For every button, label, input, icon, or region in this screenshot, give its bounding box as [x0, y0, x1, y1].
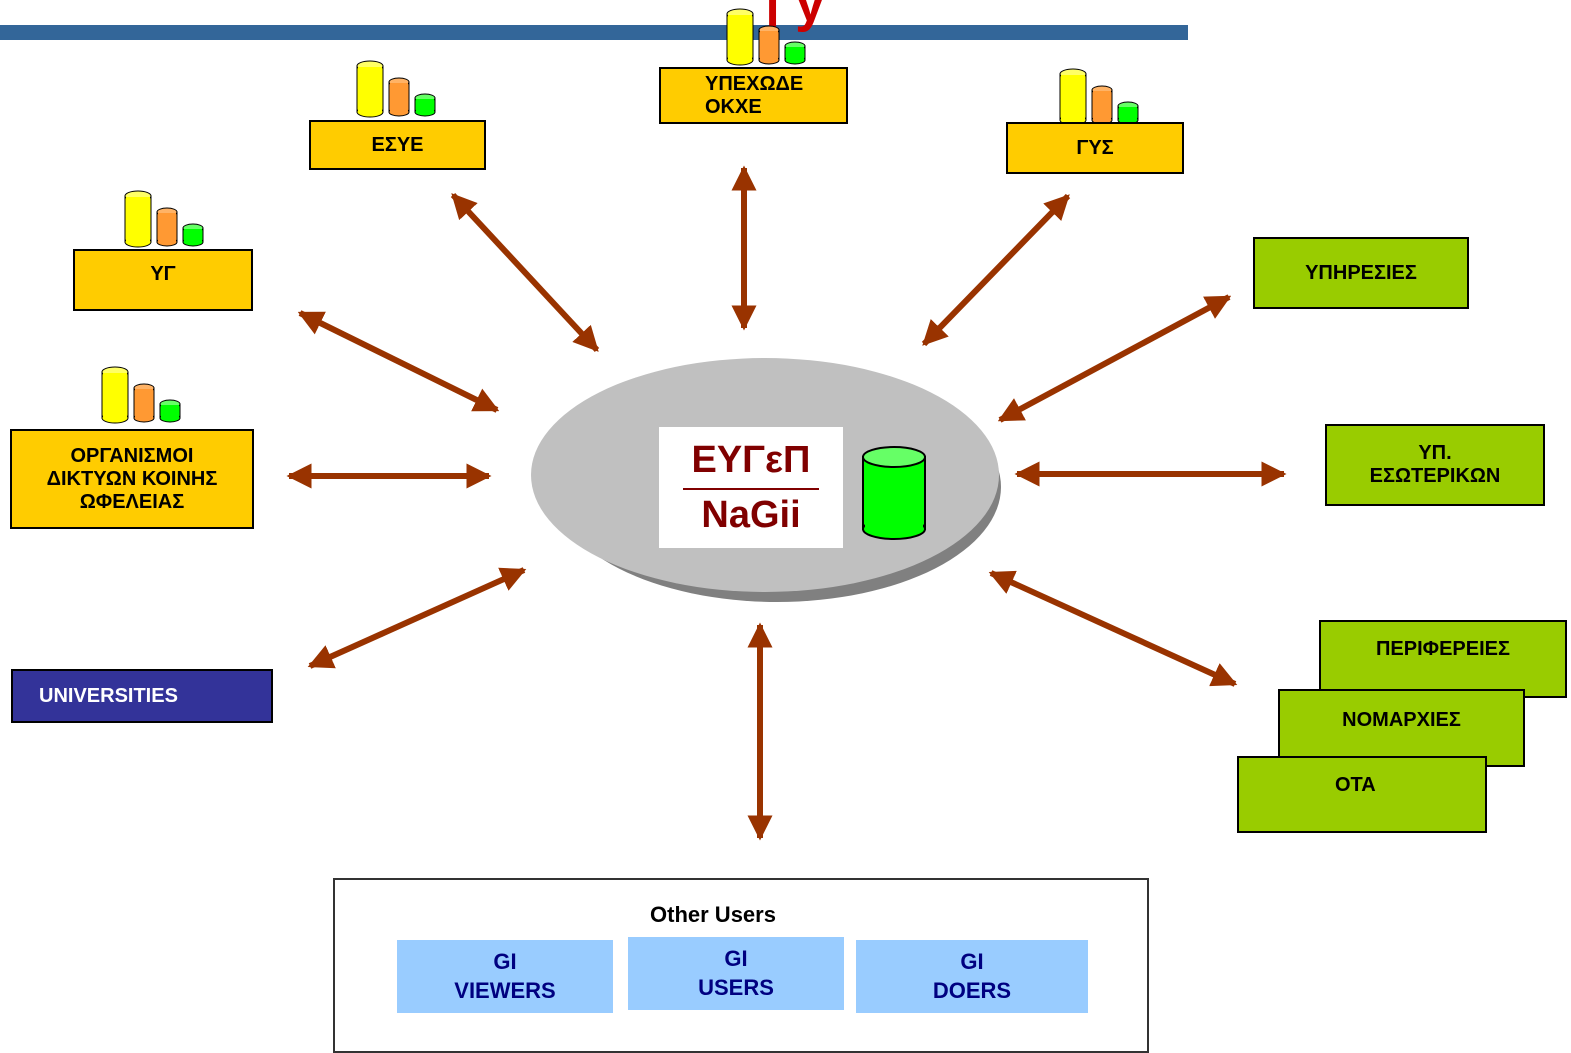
other-users-title: Other Users — [650, 902, 776, 927]
arrow-perifereies — [988, 570, 1238, 687]
node-organismoi: ΟΡΓΑΝΙΣΜΟΙ ΔΙΚΤΥΩΝ ΚΟΙΝΗΣ ΩΦΕΛΕΙΑΣ — [10, 429, 254, 529]
center-label-line1: ΕΥΓεΠ — [683, 439, 819, 490]
gi-users-box: GI USERS — [628, 937, 844, 1010]
arrow-yg — [297, 310, 500, 413]
top-bar — [0, 25, 1188, 40]
node-ota: ΟΤΑ — [1237, 756, 1487, 833]
database-icon-ypexode — [726, 8, 806, 66]
node-perifereies: ΠΕΡΙΦΕΡΕΙΕΣ — [1319, 620, 1567, 698]
database-icon-organismoi — [101, 366, 181, 424]
node-universities: UNIVERSITIES — [11, 669, 273, 723]
node-ypiresies: ΥΠΗΡΕΣΙΕΣ — [1253, 237, 1469, 309]
arrow-esye — [450, 192, 600, 353]
node-esye: ΕΣΥΕ — [309, 120, 486, 170]
arrow-gys — [921, 193, 1071, 347]
database-icon-yg — [124, 190, 204, 248]
node-ypexode: ΥΠΕΧΩΔΕ ΟΚΧΕ — [659, 67, 848, 124]
center-label: ΕΥΓεΠ NaGii — [659, 427, 843, 548]
node-yg: ΥΓ — [73, 249, 253, 311]
arrow-ypiresies — [997, 294, 1232, 423]
center-label-line2: NaGii — [701, 493, 801, 536]
gi-viewers-box: GI VIEWERS — [397, 940, 613, 1013]
database-icon-gys — [1059, 68, 1139, 126]
node-gys: ΓΥΣ — [1006, 122, 1184, 174]
gi-doers-box: GI DOERS — [856, 940, 1088, 1013]
center-database-icon — [862, 446, 926, 540]
arrow-universities — [307, 567, 527, 669]
node-nomarxies: ΝΟΜΑΡΧΙΕΣ — [1278, 689, 1525, 767]
node-yp-esoterikon: ΥΠ. ΕΣΩΤΕΡΙΚΩΝ — [1325, 424, 1545, 506]
database-icon-esye — [356, 60, 436, 118]
